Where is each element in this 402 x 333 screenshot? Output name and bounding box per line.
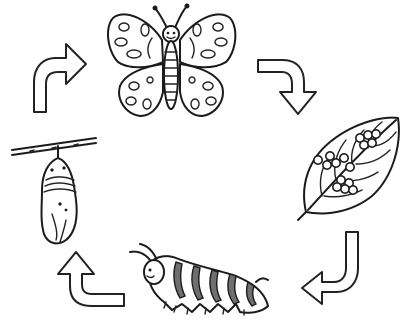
chrysalis-icon <box>12 138 96 243</box>
arrow-larva-to-pupa <box>58 252 124 306</box>
eggs-on-leaf-icon <box>298 118 399 220</box>
arrow-pupa-to-adult <box>34 44 86 112</box>
arrow-eggs-to-larva <box>302 232 358 304</box>
arrow-adult-to-eggs <box>258 60 316 114</box>
caterpillar-icon <box>130 244 268 315</box>
butterfly-icon <box>108 4 235 117</box>
